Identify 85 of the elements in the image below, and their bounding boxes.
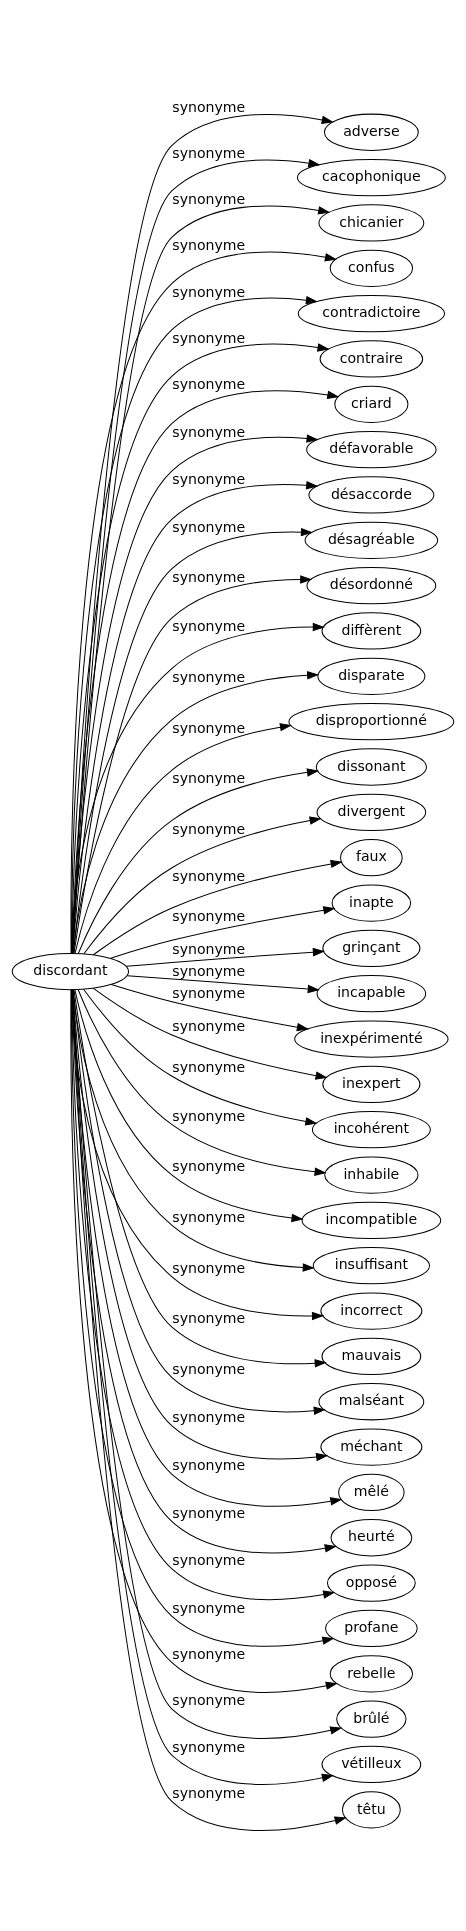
node-ellipse: criard: [334, 385, 409, 423]
node-ellipse: contraire: [319, 339, 424, 378]
node-ellipse: diffèrent: [321, 611, 422, 650]
node-ellipse: incorrect: [320, 1291, 423, 1330]
node-ellipse: faux: [340, 838, 403, 876]
edge-label: synonyme: [172, 940, 246, 957]
node-ellipse: disparate: [317, 657, 426, 695]
arrow: [125, 947, 325, 967]
edge-label: synonyme: [172, 1645, 246, 1662]
node-ellipse: disproportionné: [288, 702, 455, 740]
edge-label: synonyme: [172, 1784, 246, 1801]
edge-label: synonyme: [172, 1456, 246, 1473]
arrow: [83, 988, 318, 1126]
arrow: [92, 859, 343, 955]
edge-label: synonyme: [172, 1691, 246, 1708]
edge-label: synonyme: [172, 1017, 246, 1034]
node-ellipse: incapable: [316, 974, 427, 1012]
arrow: [83, 815, 322, 954]
edge-label: synonyme: [172, 1551, 246, 1568]
edge-label: synonyme: [172, 283, 246, 300]
node-ellipse: grinçant: [322, 929, 421, 967]
edge-label: synonyme: [172, 1360, 246, 1377]
edge-label: synonyme: [172, 1107, 246, 1124]
edge-label: synonyme: [172, 568, 246, 585]
edge-label: synonyme: [172, 719, 246, 736]
edge-label: synonyme: [172, 769, 246, 786]
node-ellipse: discordant: [11, 952, 129, 990]
arrow: [92, 987, 328, 1080]
node-ellipse: désaccorde: [308, 475, 435, 514]
node-ellipse: divergent: [316, 793, 427, 831]
edge-label: synonyme: [172, 1309, 246, 1326]
node-ellipse: brûlé: [336, 1699, 407, 1738]
edge-label: synonyme: [172, 820, 246, 837]
arrow: [74, 988, 304, 1222]
edge-label: synonyme: [172, 984, 246, 1001]
node-ellipse: heurté: [330, 1518, 413, 1556]
node-ellipse: mauvais: [321, 1337, 422, 1375]
edge-label: synonyme: [172, 470, 246, 487]
edge-label: synonyme: [172, 518, 246, 535]
node-ellipse: confus: [329, 249, 414, 287]
edge-label: synonyme: [172, 190, 246, 207]
node-ellipse: rebelle: [329, 1654, 414, 1692]
arrow: [74, 722, 293, 954]
node-ellipse: malséant: [318, 1382, 425, 1420]
arrow: [110, 905, 336, 959]
node-ellipse: incompatible: [301, 1201, 442, 1239]
edge-label: synonyme: [172, 1408, 246, 1425]
node-ellipse: inapte: [331, 883, 412, 922]
edge-label: synonyme: [172, 236, 246, 253]
node-ellipse: dissonant: [315, 747, 427, 786]
edge-label: synonyme: [172, 668, 246, 685]
edge-label: synonyme: [172, 1157, 246, 1174]
arrow: [126, 974, 320, 993]
edge-label: synonyme: [172, 1058, 246, 1075]
node-ellipse: méchant: [320, 1427, 423, 1466]
edge-label: synonyme: [172, 1208, 246, 1225]
edge-label: synonyme: [172, 144, 246, 161]
node-ellipse: têtu: [341, 1790, 401, 1828]
node-ellipse: inexpert: [322, 1065, 421, 1103]
edge-label: synonyme: [172, 617, 246, 634]
edge-label: synonyme: [172, 1599, 246, 1616]
edge-label: synonyme: [172, 962, 246, 979]
edge-label: synonyme: [172, 329, 246, 346]
edge-label: synonyme: [172, 1259, 246, 1276]
edge-label: synonyme: [172, 907, 246, 924]
edge-label: synonyme: [172, 423, 246, 440]
edge-label: synonyme: [172, 375, 246, 392]
arrow: [72, 988, 315, 1272]
node-ellipse: opposé: [326, 1563, 416, 1602]
arrow: [77, 767, 320, 954]
node-ellipse: insuffisant: [312, 1246, 430, 1284]
node-ellipse: inhabile: [324, 1155, 419, 1194]
node-ellipse: désagréable: [304, 521, 439, 559]
edge-label: synonyme: [172, 98, 246, 115]
edge-label: synonyme: [172, 867, 246, 884]
edge-label: synonyme: [172, 1738, 246, 1755]
arrow: [70, 622, 325, 954]
node-ellipse: incohérent: [311, 1110, 431, 1148]
arrow: [110, 983, 309, 1031]
node-ellipse: désordonné: [306, 566, 437, 604]
edge-label: synonyme: [172, 1504, 246, 1521]
node-ellipse: profane: [325, 1609, 418, 1647]
arrow: [72, 670, 320, 954]
arrow: [77, 988, 327, 1176]
node-ellipse: mêlé: [338, 1473, 405, 1511]
